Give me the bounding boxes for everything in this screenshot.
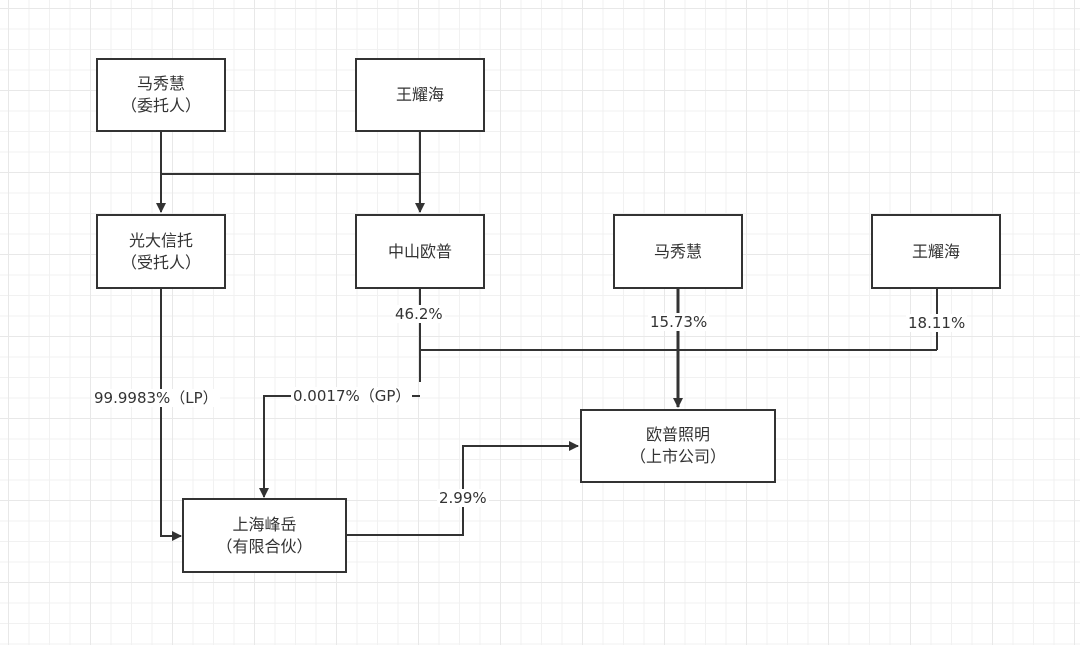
edge-everbright-to-shanghai xyxy=(160,289,182,541)
node-title: 王耀海 xyxy=(911,241,960,261)
node-opple-lighting[interactable]: 欧普照明 （上市公司） xyxy=(580,409,776,483)
node-title: 马秀慧 xyxy=(653,241,702,261)
node-title: 上海峰岳 xyxy=(232,514,297,534)
node-ma-xiuhui-direct[interactable]: 马秀慧 xyxy=(613,214,743,289)
node-wang-yaohai-top[interactable]: 王耀海 xyxy=(355,58,485,132)
edge-label-gp: 0.0017%（GP） xyxy=(291,387,413,405)
edge-label-lp: 99.9983%（LP） xyxy=(92,389,220,407)
node-zhongshan-opple[interactable]: 中山欧普 xyxy=(355,214,485,289)
node-title: 欧普照明 xyxy=(645,425,710,444)
edge-label-wang-pct: 18.11% xyxy=(906,314,968,332)
node-everbright-trust[interactable]: 光大信托 （受托人） xyxy=(96,214,226,289)
node-title: 光大信托 xyxy=(128,230,193,250)
node-title: 马秀慧 xyxy=(136,74,185,93)
node-subtitle: （上市公司） xyxy=(629,447,726,466)
node-subtitle: （委托人） xyxy=(120,96,201,115)
edge-label-zhongshan-pct: 46.2% xyxy=(393,305,445,323)
node-subtitle: （受托人） xyxy=(120,252,201,272)
node-subtitle: （有限合伙） xyxy=(216,536,313,556)
edge-label-ma-pct: 15.73% xyxy=(648,313,710,331)
node-wang-yaohai-direct[interactable]: 王耀海 xyxy=(871,214,1001,289)
edge-label-shanghai-pct: 2.99% xyxy=(437,489,489,507)
node-shanghai-fengyue[interactable]: 上海峰岳 （有限合伙） xyxy=(182,498,347,573)
node-title: 王耀海 xyxy=(395,85,444,104)
node-title: 中山欧普 xyxy=(387,241,452,261)
node-ma-xiuhui-trustor[interactable]: 马秀慧 （委托人） xyxy=(96,58,226,132)
